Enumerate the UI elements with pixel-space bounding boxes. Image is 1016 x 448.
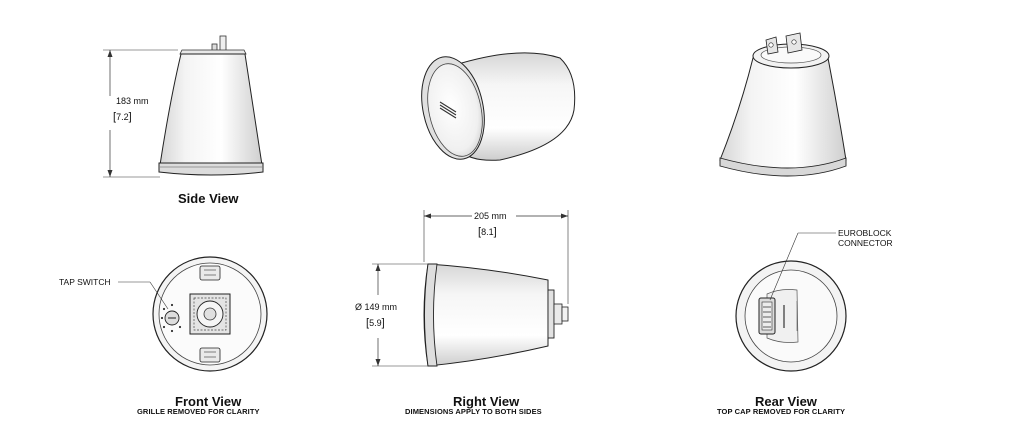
length-arrow-left xyxy=(424,213,431,219)
front-terminal-top xyxy=(199,265,221,281)
front-view-subtitle: GRILLE REMOVED FOR CLARITY xyxy=(137,407,260,416)
diameter-in-value: 5.9 xyxy=(369,318,382,328)
euroblock-callout-line2: CONNECTOR xyxy=(838,238,893,248)
side-view xyxy=(103,35,264,178)
height-in-value: 7.2 xyxy=(116,112,129,122)
length-in-label: [8.1] xyxy=(478,226,497,238)
length-in-value: 8.1 xyxy=(481,227,494,237)
iso-logo-mark xyxy=(439,101,457,119)
diameter-arrow-bottom xyxy=(375,359,381,366)
right-cable-gland xyxy=(553,303,563,325)
rear-view-title: Rear View xyxy=(755,394,817,409)
length-mm-label: 205 mm xyxy=(474,211,507,221)
right-grille-band xyxy=(424,263,438,367)
front-terminal-bottom xyxy=(199,347,221,363)
side-view-title: Side View xyxy=(178,191,239,206)
speaker-body-shape xyxy=(159,53,263,166)
iso-rear-body-shape xyxy=(719,52,847,170)
euroblock-callout-line1: EUROBLOCK xyxy=(838,228,892,238)
diameter-in-label: [5.9] xyxy=(366,317,385,329)
diameter-arrow-top xyxy=(375,264,381,271)
right-view-title: Right View xyxy=(453,394,520,409)
rear-view-subtitle: TOP CAP REMOVED FOR CLARITY xyxy=(717,407,846,416)
tap-switch-callout: TAP SWITCH xyxy=(59,277,111,287)
length-arrow-right xyxy=(561,213,568,219)
front-view xyxy=(118,256,268,372)
isometric-front-view xyxy=(421,52,576,161)
height-in-label: [7.2] xyxy=(113,111,132,123)
rear-view xyxy=(735,232,847,372)
iso-body-shape xyxy=(454,52,576,161)
iso-face-shape xyxy=(427,63,483,157)
diameter-mm-label: Ø 149 mm xyxy=(355,302,398,312)
right-body-shape xyxy=(423,263,549,367)
height-arrow-top xyxy=(107,50,113,57)
right-view xyxy=(372,210,569,367)
grille-band-shape xyxy=(158,162,264,176)
height-arrow-bottom xyxy=(107,170,113,177)
isometric-rear-view xyxy=(719,32,847,177)
front-view-title: Front View xyxy=(175,394,242,409)
right-view-subtitle: DIMENSIONS APPLY TO BOTH SIDES xyxy=(405,407,542,416)
tap-switch-markings xyxy=(160,303,182,333)
top-cap-shape xyxy=(179,49,247,55)
height-mm-label: 183 mm xyxy=(116,96,149,106)
right-top-cap xyxy=(547,289,555,339)
